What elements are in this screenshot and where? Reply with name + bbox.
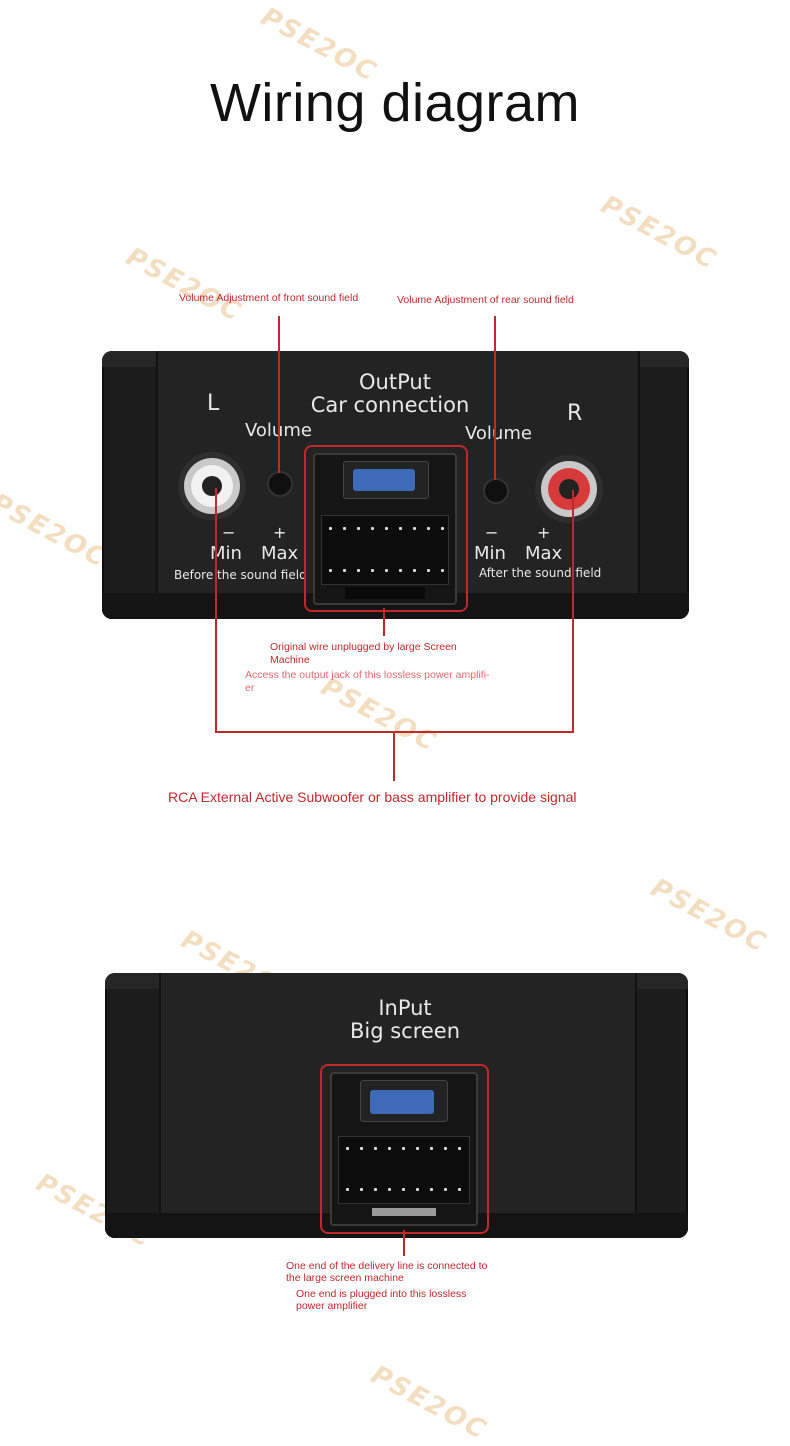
watermark: PSE2OC — [595, 190, 722, 277]
annotation-access-output: Access the output jack of this lossless … — [245, 669, 490, 681]
front-volume-knob[interactable] — [267, 471, 293, 497]
leader-line-rca-down — [393, 731, 395, 781]
page-title: Wiring diagram — [209, 73, 581, 133]
max-left-label: Max — [261, 543, 299, 564]
right-rca-jack[interactable] — [535, 455, 603, 523]
min-left-label: Min — [210, 543, 242, 564]
annotation-original-wire-cont: Machine — [270, 654, 310, 666]
leader-line-left-rca — [215, 488, 217, 733]
watermark: PSE2OC — [120, 242, 247, 329]
fuse-icon — [353, 469, 415, 491]
min-right-label: Min — [474, 543, 506, 564]
leader-line-input-connector — [403, 1230, 405, 1256]
output-connector-highlight — [304, 445, 468, 612]
input-header: InPut — [378, 996, 432, 1020]
annotation-front-volume: Volume Adjustment of front sound field — [179, 292, 359, 304]
left-rca-jack[interactable] — [178, 452, 246, 520]
minus-left: − — [222, 523, 236, 542]
output-subheader: Car connection — [310, 393, 470, 417]
rear-volume-knob[interactable] — [483, 478, 509, 504]
annotation-rear-volume: Volume Adjustment of rear sound field — [397, 294, 574, 306]
left-channel-label: L — [207, 391, 220, 416]
minus-right: − — [485, 523, 499, 542]
annotation-rca: RCA External Active Subwoofer or bass am… — [168, 789, 577, 805]
watermark: PSE2OC — [315, 672, 442, 759]
output-header: OutPut — [359, 370, 431, 394]
plus-left: + — [273, 523, 287, 542]
right-channel-label: R — [567, 401, 583, 426]
leader-line-front-volume — [278, 316, 280, 473]
fuse-icon — [370, 1090, 434, 1114]
watermark: PSE2OC — [365, 1360, 492, 1446]
watermark: PSE2OC — [0, 488, 112, 575]
leader-line-rear-volume — [494, 316, 496, 480]
after-sound-field-label: After the sound field — [479, 566, 602, 580]
leader-line-output-connector — [383, 608, 385, 636]
annotation-delivery-line: One end of the delivery line is connecte… — [286, 1260, 488, 1272]
plus-right: + — [537, 523, 551, 542]
annotation-plugged: One end is plugged into this lossless — [296, 1288, 467, 1300]
volume-right-label: Volume — [465, 423, 532, 444]
input-subheader: Big screen — [349, 1019, 461, 1043]
before-sound-field-label: Before the sound field — [174, 568, 307, 582]
annotation-original-wire: Original wire unplugged by large Screen — [270, 641, 457, 653]
annotation-access-output-cont: er — [245, 682, 255, 694]
max-right-label: Max — [525, 543, 563, 564]
watermark: PSE2OC — [645, 873, 772, 960]
leader-line-right-rca — [572, 490, 574, 733]
annotation-delivery-line-cont: the large screen machine — [286, 1272, 404, 1284]
annotation-plugged-cont: power amplifier — [296, 1300, 368, 1312]
